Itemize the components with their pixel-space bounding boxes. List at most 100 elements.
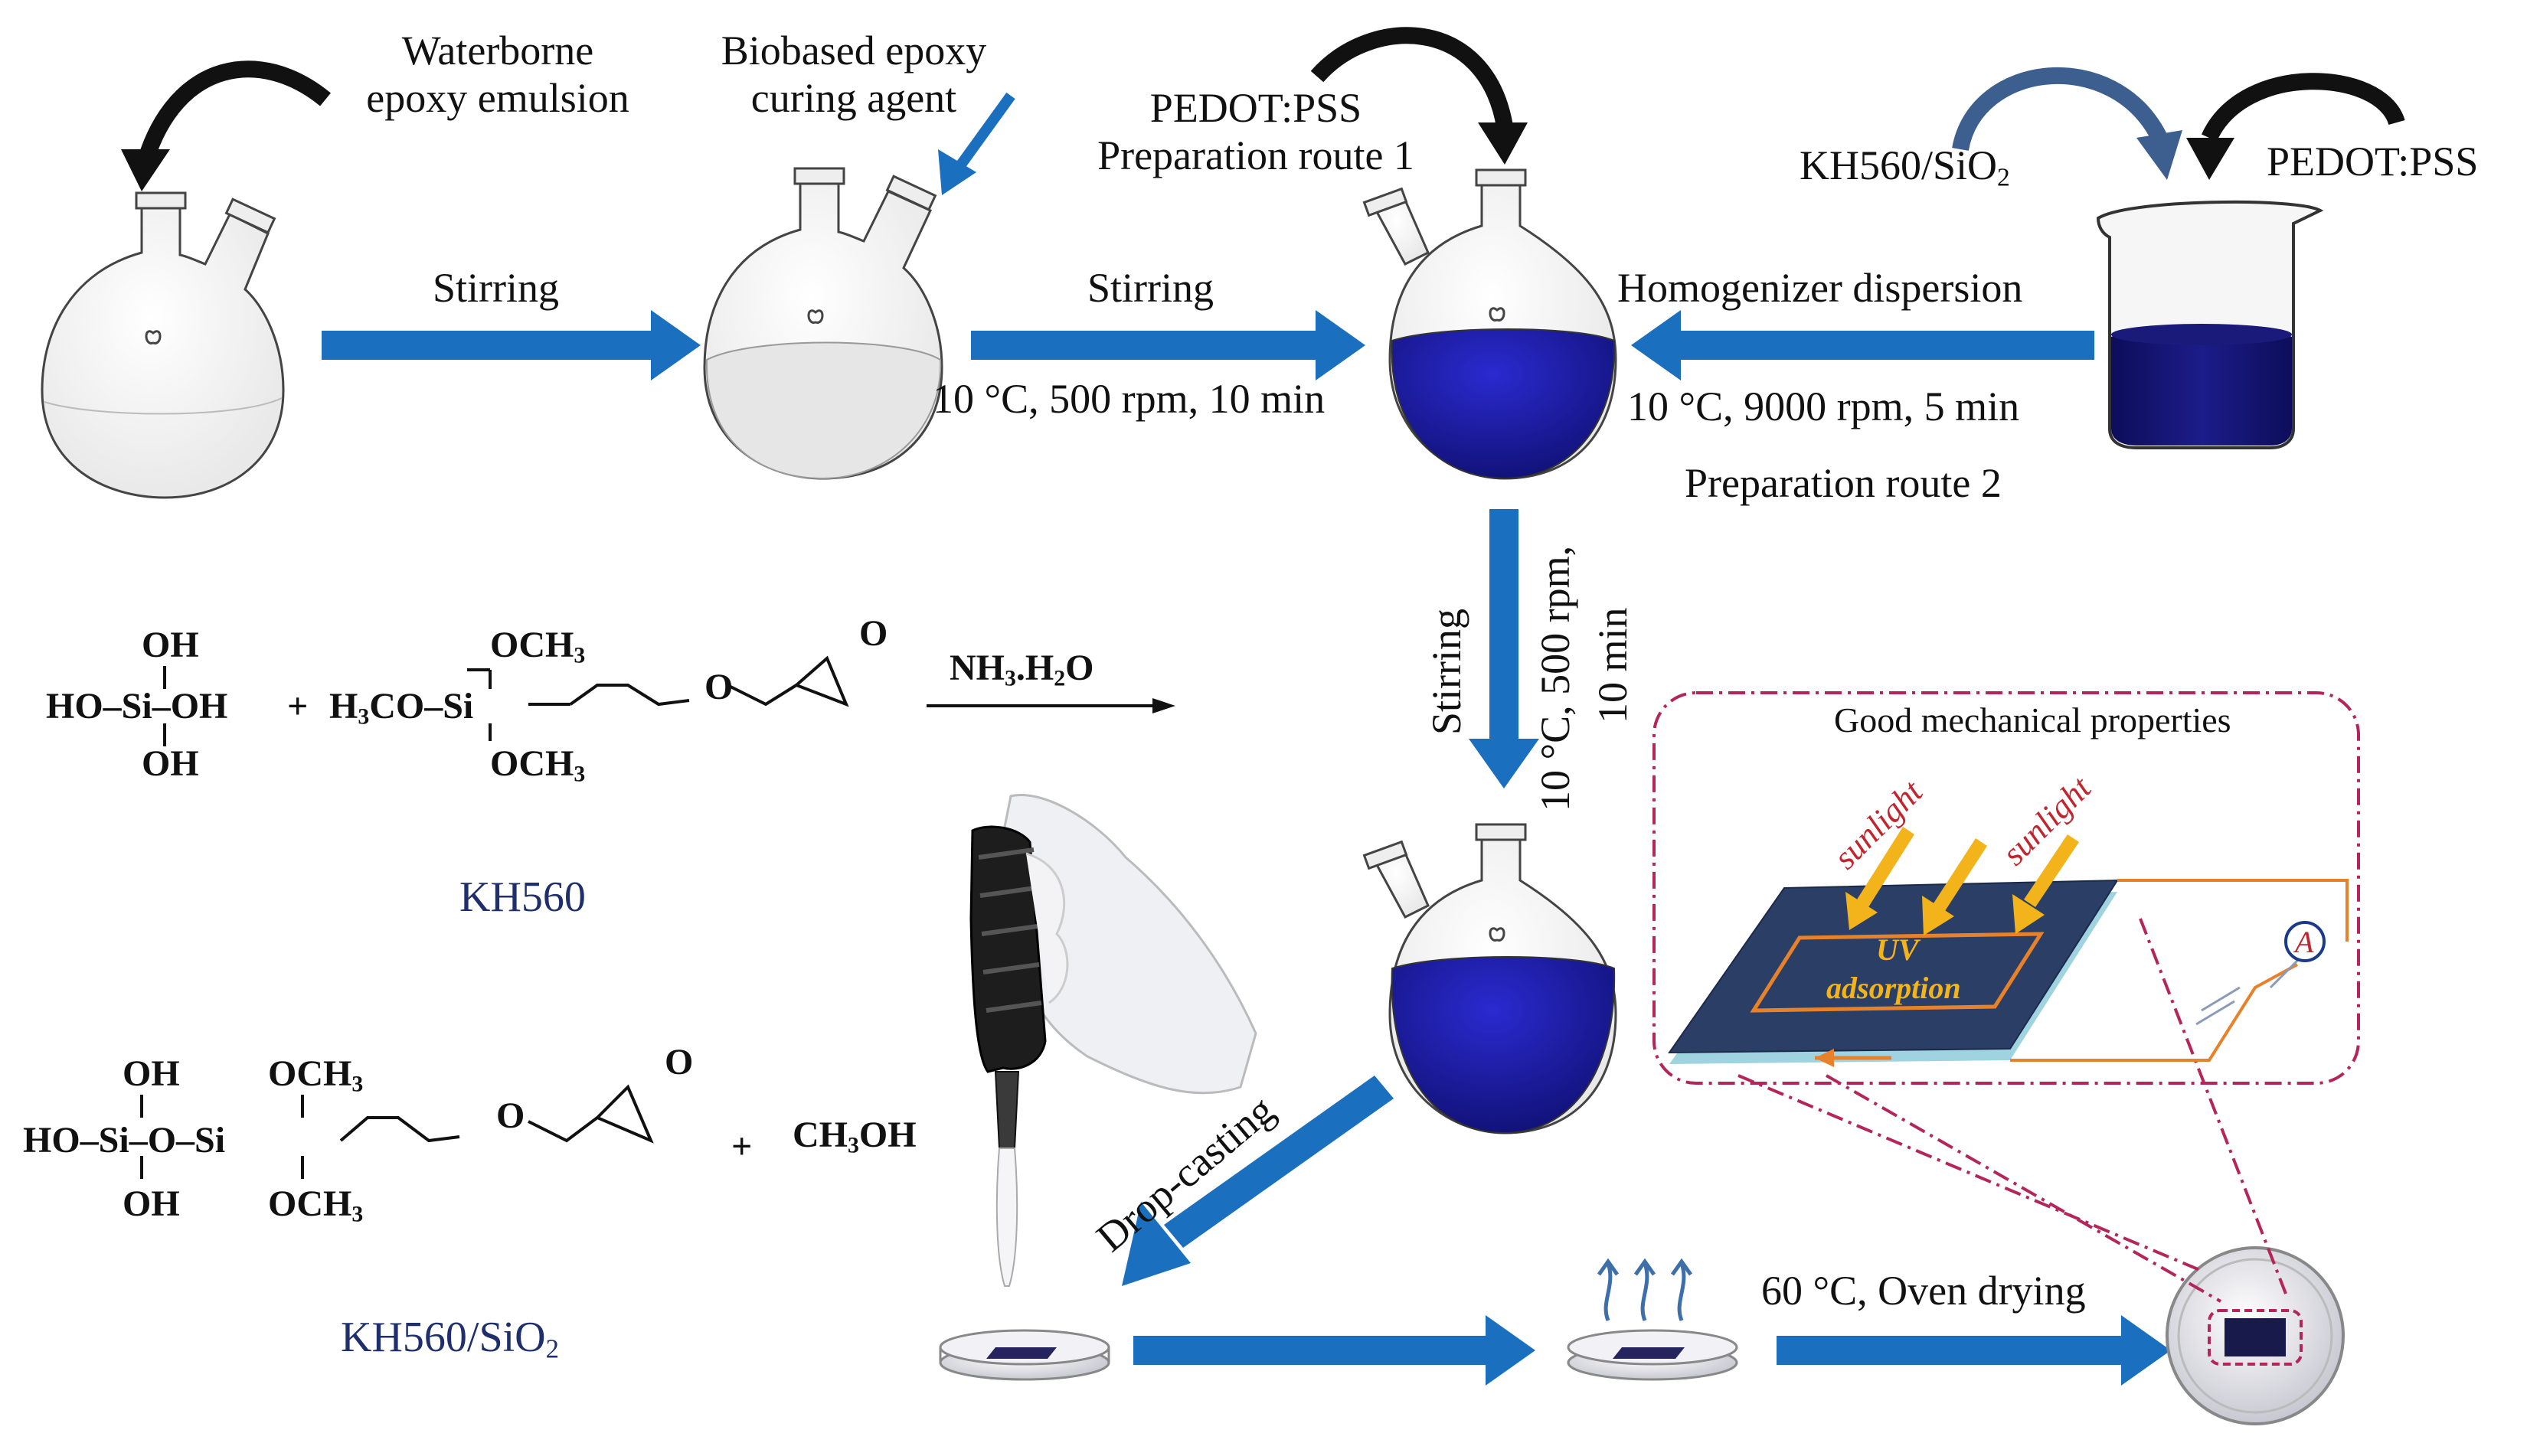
chem-silane-si: Si [443,686,474,726]
chem-product-si1: Si [98,1120,129,1161]
pipette-hand [969,794,1257,1287]
chem-silane-co: CO [369,686,425,726]
chem-product-ho: HO [23,1120,80,1161]
chem-product-och3-bottom: OCH3 [268,1183,363,1227]
curved-arrow-pedot-right-head [2186,138,2234,180]
label-kh560-sio2-sub: 2 [1997,163,2010,192]
chem-methanol-oh: OH [858,1115,917,1155]
arrow-stirring-2 [971,310,1365,380]
label-pedot-top: PEDOT:PSS [1149,85,1362,131]
curved-arrow-kh560 [1952,67,2167,152]
label-stirring-1: Stirring [433,265,560,311]
label-kh560-sio2-product-main: KH560/SiO [341,1314,546,1361]
chem-product-o-chain: O [496,1095,525,1136]
label-adsorption: adsorption [1826,971,1961,1005]
chem-reagent: NH3.H2O [950,647,1093,691]
chem-silicic-oh-bottom: OH [142,743,199,784]
zoom-inset [1652,691,2360,1303]
label-kh560-sio2-product: KH560/SiO2 [341,1313,559,1365]
label-waterborne-line2: epoxy emulsion [366,75,629,122]
flask-2 [703,167,943,480]
label-oven-drying: 60 °C, Oven drying [1761,1268,2086,1314]
chem-reagent-nh: NH [950,648,1005,688]
flask-1 [41,191,285,499]
label-kh560-sio2-product-sub: 2 [545,1334,559,1364]
petri-dish-1 [939,1329,1110,1381]
label-stirring-vertical: Stirring [1424,608,1469,735]
chem-product-och3-top-sub: 3 [351,1071,364,1097]
chem-reagent-h: .H [1015,648,1054,688]
chem-product-och3-top-text: OCH [268,1053,352,1094]
chem-silane-o-epoxide: O [859,613,888,654]
chem-silane-och3-bottom-sub: 3 [574,761,586,787]
chem-product-och3-bottom-sub: 3 [351,1201,364,1227]
beaker [2096,200,2324,449]
label-homogenizer: Homogenizer dispersion [1617,265,2023,311]
label-route-1: Preparation route 1 [1097,132,1414,179]
curved-arrow-pedot-top [1310,27,1513,128]
chem-silane-h3co: H3CO–Si [329,686,474,730]
chem-product-row: HO–Si–O–Si [23,1120,226,1161]
chem-product-och3-bottom-text: OCH [268,1183,352,1224]
chem-silane-o-chain: O [704,667,734,707]
curing-agent-arrow-head [938,149,976,195]
curved-arrow-pedot-right [2201,73,2405,142]
chem-silane-h: H [329,686,358,726]
chem-silicic-oh-right: OH [170,686,228,726]
chem-reagent-sub1: 3 [1005,665,1016,691]
curved-arrow-kh560-head [2136,130,2182,180]
arrow-stirring-1 [322,310,701,380]
chem-methanol: CH3OH [793,1114,917,1158]
chem-silicic-ho: HO [46,686,103,726]
chem-silane-h-sub: 3 [358,704,370,730]
chem-silane-och3-bottom-text: OCH [490,743,574,784]
arrow-dish-1-to-2 [1133,1315,1535,1386]
chem-silane-och3-bottom: OCH3 [490,743,585,787]
final-sample [2166,1246,2345,1425]
chem-reagent-sub2: 2 [1054,665,1066,691]
curved-arrow-pedot-top-head [1478,122,1528,165]
chem-bonds-row2 [140,1084,654,1179]
chem-plus-1: + [287,686,309,726]
chem-silicic-si: Si [121,686,152,726]
flask-4 [1362,823,1617,1134]
chem-product-oh-bottom: OH [123,1183,180,1224]
label-pedot-route1: PEDOT:PSS Preparation route 1 [1072,84,1440,179]
label-waterborne: Waterborne epoxy emulsion [360,27,636,122]
label-pedot-right: PEDOT:PSS [2267,139,2479,184]
chem-silicic-row: HO–Si–OH [46,686,228,726]
arrow-down-stirring [1469,509,1539,788]
curved-arrow-waterborne-head [121,149,170,191]
label-biobased-line2: curing agent [750,75,957,122]
ammeter-icon: A [2295,925,2314,959]
chem-silane-och3-top: OCH3 [490,624,585,668]
arrow-drop-casting [1122,1076,1394,1286]
chem-methanol-sub: 3 [848,1132,859,1158]
label-uv: UV [1876,932,1919,967]
label-route-2: Preparation route 2 [1685,460,2002,506]
label-biobased: Biobased epoxy curing agent [693,27,1015,122]
vapor-arrows [1597,1258,1693,1321]
chem-silicic-oh-top: OH [142,625,199,665]
label-waterborne-line1: Waterborne [401,28,594,73]
label-biobased-line1: Biobased epoxy [721,28,987,73]
chem-product-oh-top: OH [123,1053,180,1094]
label-conditions-2: 10 °C, 9000 rpm, 5 min [1627,384,2020,429]
curing-agent-arrow [956,92,1015,168]
chem-reagent-o: O [1065,648,1094,688]
arrow-homogenizer [1631,310,2094,380]
chem-product-o-epoxide: O [665,1042,694,1082]
label-stirring-2: Stirring [1087,265,1214,311]
chem-product-si2: Si [195,1120,226,1161]
chem-silane-och3-top-text: OCH [490,625,574,665]
label-kh560-sio2-main: KH560/SiO [1800,142,1998,188]
chem-product-och3-top: OCH3 [268,1053,363,1097]
label-conditions-vertical-1: 10 °C, 500 rpm, [1532,545,1578,811]
curved-arrow-waterborne [137,60,331,164]
chem-product-o-bridge: O [147,1120,177,1161]
label-kh560: KH560 [459,873,586,921]
chem-methanol-ch: CH [793,1115,848,1155]
chem-silane-och3-top-sub: 3 [574,642,586,668]
